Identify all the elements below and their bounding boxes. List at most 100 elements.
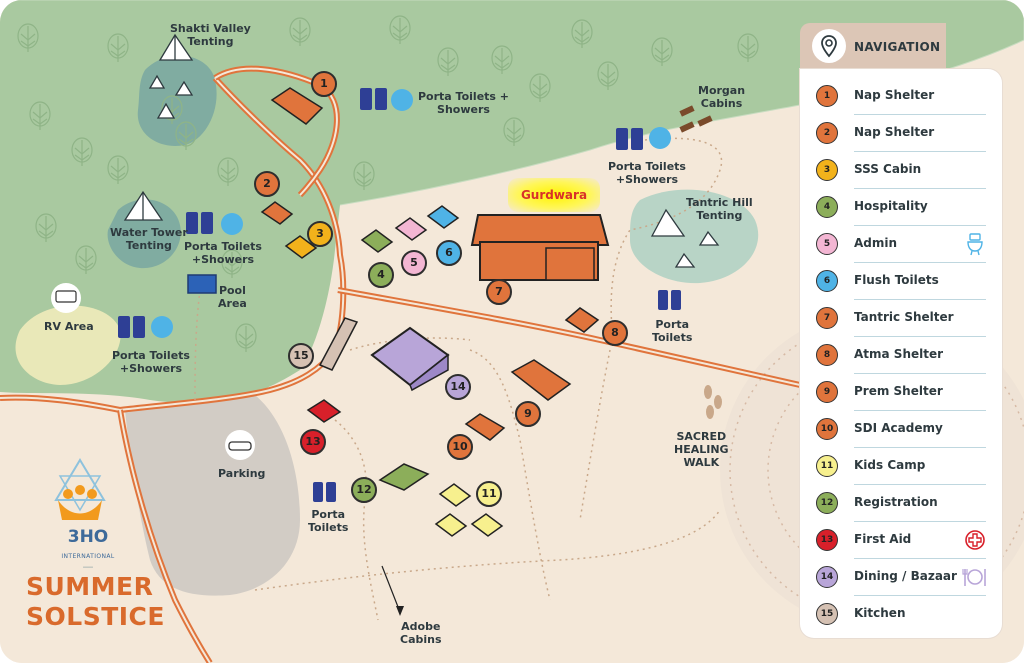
map-badge-10[interactable]: 10 <box>447 434 473 460</box>
nav-item-label: Dining / Bazaar <box>854 569 957 583</box>
nav-item-number: 3 <box>816 159 838 181</box>
tree-icon <box>437 47 459 76</box>
nav-item-label: First Aid <box>854 532 912 546</box>
nav-divider <box>854 225 986 226</box>
nav-item-label: SSS Cabin <box>854 162 922 176</box>
tree-icon <box>235 323 257 352</box>
nav-item[interactable]: 3 SSS Cabin <box>800 153 1002 189</box>
nav-item[interactable]: 8 Atma Shelter <box>800 338 1002 374</box>
map-badge-3[interactable]: 3 <box>307 221 333 247</box>
tree-icon <box>29 101 51 130</box>
map-badge-8[interactable]: 8 <box>602 320 628 346</box>
nav-item[interactable]: 2 Nap Shelter <box>800 116 1002 152</box>
nav-item-number: 2 <box>816 122 838 144</box>
building-11c <box>470 513 504 537</box>
nav-item-label: Atma Shelter <box>854 347 944 361</box>
nav-divider <box>854 188 986 189</box>
label-tantric-hill: Tantric Hill Tenting <box>686 196 753 222</box>
tent-icon <box>123 33 720 268</box>
nav-item[interactable]: 5 Admin <box>800 227 1002 263</box>
tree-icon <box>503 117 525 146</box>
map-badge-5[interactable]: 5 <box>401 250 427 276</box>
label-porta-toilets-showers-top: Porta Toilets + Showers <box>418 90 510 116</box>
building-2 <box>260 201 294 225</box>
navigation-title: NAVIGATION <box>854 40 941 54</box>
brand-logo-text: 3HO <box>67 527 109 547</box>
nav-divider <box>854 484 986 485</box>
label-porta-toilets-showers-mid: Porta Toilets +Showers <box>184 240 262 266</box>
label-sacred-walk: SACRED HEALING WALK <box>674 430 729 469</box>
map-badge-11[interactable]: 11 <box>476 481 502 507</box>
event-title: SUMMER SOLSTICE <box>26 572 165 631</box>
gurdwara-building <box>470 214 610 281</box>
nav-item-number: 12 <box>816 492 838 514</box>
label-adobe-cabins: Adobe Cabins <box>400 620 442 646</box>
map-badge-2[interactable]: 2 <box>254 171 280 197</box>
nav-item-label: Nap Shelter <box>854 88 935 102</box>
nav-item-label: SDI Academy <box>854 421 943 435</box>
nav-divider <box>854 447 986 448</box>
nav-item[interactable]: 14 Dining / Bazaar <box>800 560 1002 596</box>
map-badge-6[interactable]: 6 <box>436 240 462 266</box>
nav-item-label: Admin <box>854 236 898 250</box>
nav-item-number: 5 <box>816 233 838 255</box>
nav-item-number: 9 <box>816 381 838 403</box>
car-icon <box>225 430 255 460</box>
tree-icon <box>107 155 129 184</box>
label-porta-toilets-showers-left: Porta Toilets +Showers <box>112 349 190 375</box>
nav-item-number: 14 <box>816 566 838 588</box>
nav-divider <box>854 299 986 300</box>
map-badge-1[interactable]: 1 <box>311 71 337 97</box>
map-badge-14[interactable]: 14 <box>445 374 471 400</box>
map-badge-9[interactable]: 9 <box>515 401 541 427</box>
map-badge-4[interactable]: 4 <box>368 262 394 288</box>
nav-item-number: 1 <box>816 85 838 107</box>
map-pin-icon <box>812 29 846 63</box>
nav-divider <box>854 262 986 263</box>
building-1 <box>270 87 324 125</box>
nav-divider <box>854 373 986 374</box>
map-badge-12[interactable]: 12 <box>351 477 377 503</box>
tree-icon <box>107 33 129 62</box>
map-badge-13[interactable]: 13 <box>300 429 326 455</box>
building-4 <box>360 229 394 253</box>
map-badge-15[interactable]: 15 <box>288 343 314 369</box>
tree-icon <box>221 249 243 278</box>
tree-icon <box>35 213 57 242</box>
building-3 <box>284 235 318 259</box>
nav-item[interactable]: 13 First Aid <box>800 523 1002 559</box>
nav-item-label: Kids Camp <box>854 458 926 472</box>
nav-item-number: 15 <box>816 603 838 625</box>
nav-item-label: Nap Shelter <box>854 125 935 139</box>
brand-logo-sub: INTERNATIONAL <box>61 553 115 560</box>
nav-item-number: 8 <box>816 344 838 366</box>
nav-item-number: 7 <box>816 307 838 329</box>
label-water-tower: Water Tower Tenting <box>110 226 188 252</box>
tree-icon <box>175 121 197 150</box>
nav-divider <box>854 521 986 522</box>
dining-icon <box>962 564 988 590</box>
nav-item[interactable]: 1 Nap Shelter <box>800 79 1002 115</box>
building-13 <box>306 399 342 423</box>
tree-icon <box>491 45 513 74</box>
label-rv-area: RV Area <box>44 320 94 333</box>
nav-divider <box>854 114 986 115</box>
first-aid-icon <box>962 527 988 553</box>
restroom-icon <box>962 231 988 257</box>
building-11b <box>434 513 468 537</box>
map-badge-7[interactable]: 7 <box>486 279 512 305</box>
tree-icon <box>71 137 93 166</box>
nav-item-number: 13 <box>816 529 838 551</box>
tree-icon <box>17 23 39 52</box>
nav-item-label: Hospitality <box>854 199 928 213</box>
